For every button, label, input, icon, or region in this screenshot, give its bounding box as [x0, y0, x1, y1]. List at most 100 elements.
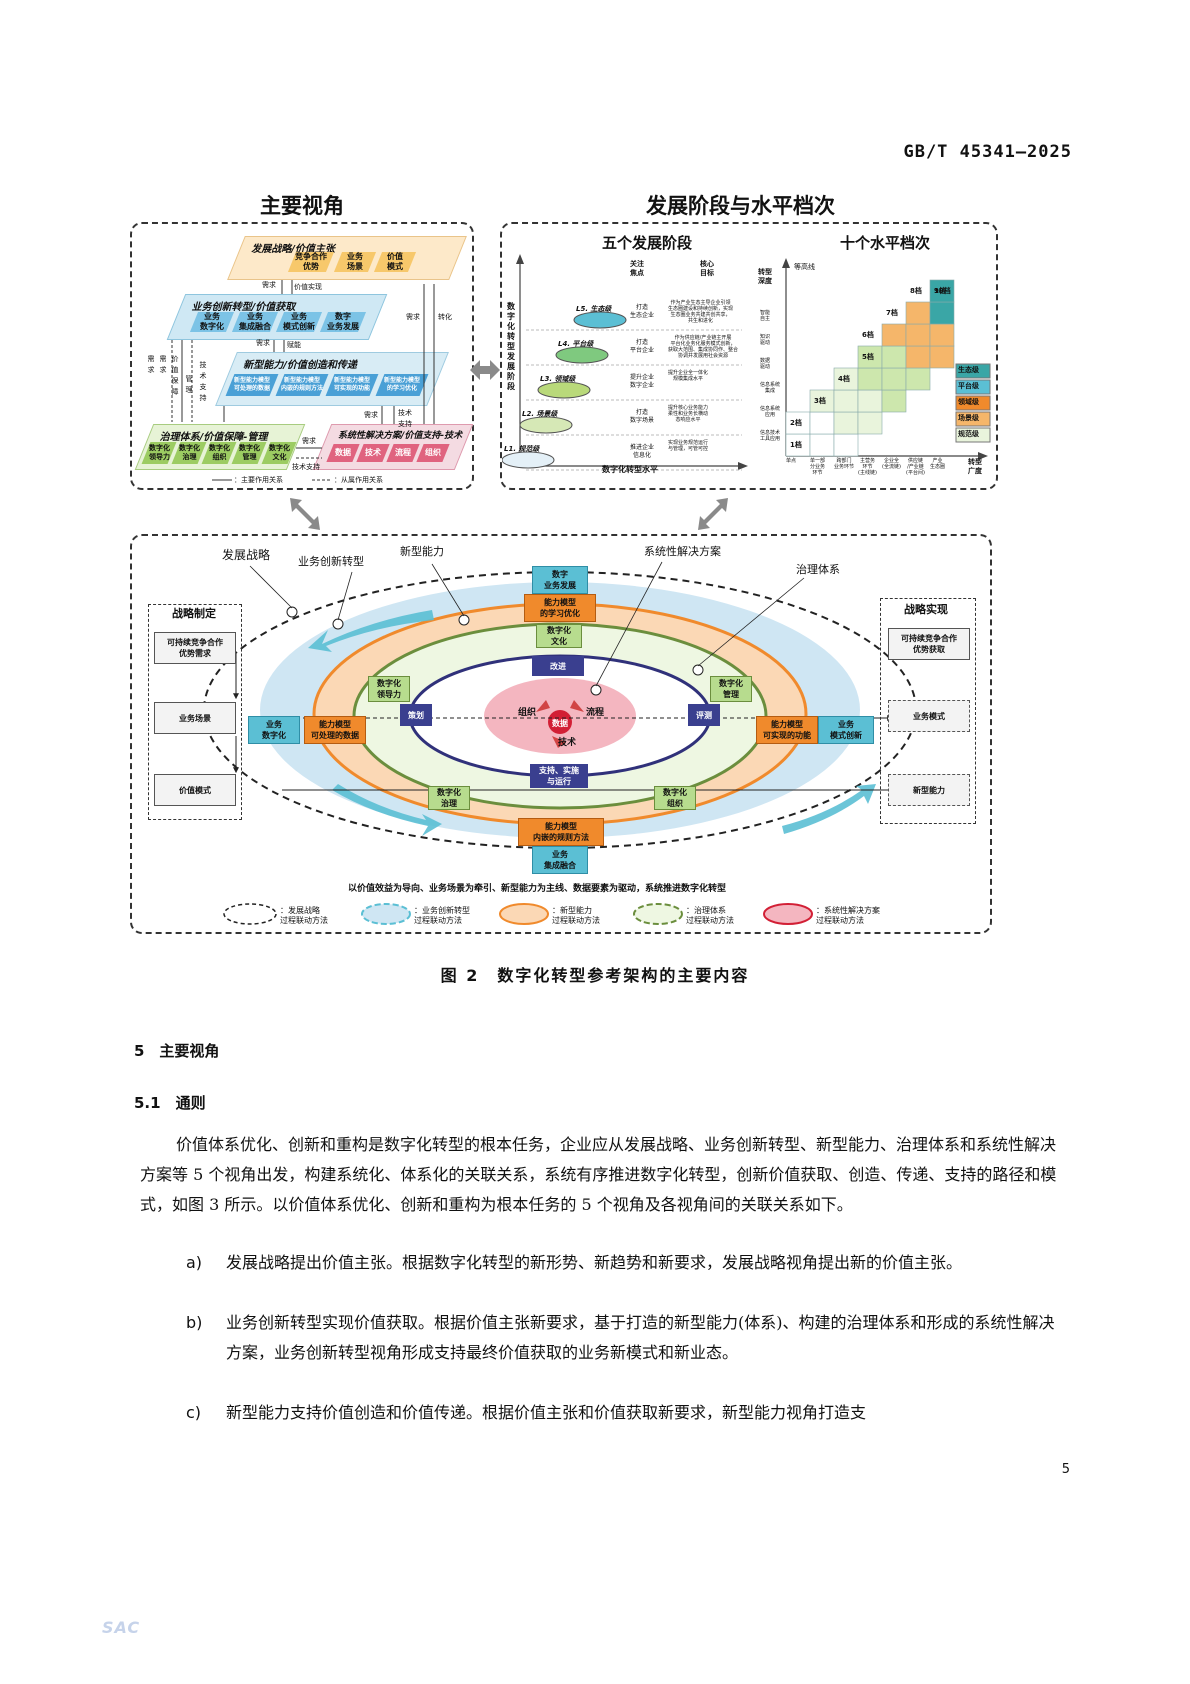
grade-legend-swatch — [955, 395, 991, 411]
perspectives-panel: 发展战略/价值主张 竞争合作 优势 业务 场景 价值 模式 业务创新转型/价值获… — [130, 222, 474, 490]
breadth-label: 转型 广度 — [968, 458, 982, 475]
business-node: 数字 业务发展 — [532, 566, 588, 594]
list-label: b) — [186, 1313, 203, 1332]
left-item: 可持续竞争合作 优势需求 — [154, 632, 236, 664]
strategy-formulation-title: 战略制定 — [172, 607, 216, 620]
flow-label: 技术支持 — [292, 463, 320, 471]
standard-code: GB/T 45341—2025 — [903, 142, 1072, 162]
list-item-text: 新型能力支持价值创造和价值传递。根据价值主张和价值获取新要求，新型能力视角打造支 — [226, 1403, 867, 1422]
stage-name: L5. 生态级 — [576, 305, 612, 313]
slogan: 以价值效益为导向、业务场景为牵引、新型能力为主线、数据要素为驱动，系统推进数字化… — [348, 884, 727, 894]
left-item: 业务场景 — [154, 702, 236, 734]
stage-goal: 提升企业全一体化 规模集成水平 — [668, 370, 709, 382]
cycle-node: 改进 — [532, 656, 584, 676]
governance-node: 数字化 管理 — [710, 676, 752, 702]
grade-level-label: 3档 — [814, 397, 826, 405]
grade-level-label: 2档 — [790, 419, 802, 427]
flow-label: 技术支持 — [199, 361, 207, 402]
core-label: 组织 — [518, 708, 537, 718]
grade-cell — [905, 367, 931, 391]
governance-node: 数字化 治理 — [428, 786, 470, 810]
stage-name: L4. 平台级 — [558, 340, 594, 348]
grade-legend-label: 规范级 — [958, 430, 979, 438]
grade-cell — [857, 367, 883, 391]
grade-cell — [833, 389, 859, 413]
grade-cell — [833, 433, 859, 457]
cycle-node: 评测 — [688, 704, 720, 726]
governance-node: 数字化 组织 — [654, 786, 696, 810]
stage-name: L2. 场景级 — [522, 410, 558, 418]
capability-node: 能力模型 的学习优化 — [524, 594, 596, 622]
label-strategy: 发展战略 — [222, 548, 271, 562]
stages-col-goal: 核心 目标 — [700, 260, 714, 277]
grade-cell — [929, 301, 955, 325]
stage-goal: 作为供应链/产业链主开展 平台化业务化服务模式创新， 获取大范围、集成协同作、整… — [668, 335, 739, 359]
strategy-formulation-box — [148, 604, 242, 820]
legend-strategy: ：发展战略 过程联动方法 — [280, 906, 328, 925]
grade-y-label: 数据 驱动 — [760, 358, 771, 370]
stage-focus: 提升企业 数字企业 — [630, 374, 655, 389]
flow-label: 管理 — [185, 375, 193, 394]
right-item: 新型能力 — [888, 774, 970, 806]
core-label: 流程 — [586, 708, 605, 718]
flow-label: 需求 — [262, 281, 276, 289]
stage-goal: 提升核心业务能力 柔性和业务长横动 态响应水平 — [668, 405, 709, 423]
flow-label: 需求 — [364, 411, 378, 419]
grade-cell — [881, 389, 907, 413]
core-center — [548, 710, 572, 734]
left-item: 价值模式 — [154, 774, 236, 806]
page-number: 5 — [1061, 1462, 1070, 1477]
grade-level-label: 4档 — [838, 375, 850, 383]
grade-legend-label: 平台级 — [958, 382, 979, 390]
grade-y-label: 信息系统 集成 — [760, 382, 781, 394]
label-governance: 治理体系 — [796, 563, 840, 576]
label-solution: 系统性解决方案 — [644, 545, 721, 558]
core-arrow-icon — [552, 736, 566, 748]
list-label: c) — [186, 1403, 202, 1422]
perspectives-connectors — [171, 280, 435, 481]
section-heading: 5 主要视角 — [134, 1042, 220, 1060]
grade-cell — [881, 323, 907, 347]
cycle-node: 策划 — [400, 704, 432, 726]
flow-arrow-icon — [308, 610, 434, 652]
legend-main-relation: ：主要作用关系 — [234, 476, 283, 484]
list-label: a) — [186, 1253, 203, 1272]
stage-focus: 推进企业 信息化 — [630, 444, 655, 459]
capability-node: 能力模型 可处理的数据 — [304, 716, 366, 744]
flow-arrow-icon — [332, 784, 442, 836]
stages-title: 五个发展阶段 — [602, 234, 693, 252]
grade-cell — [905, 323, 931, 347]
grade-legend-swatch — [955, 411, 991, 427]
grade-x-label: 企业全 (全流链) — [882, 458, 901, 470]
flow-label: 需求 — [147, 355, 155, 374]
flow-label: 赋能 — [287, 341, 301, 349]
grade-cell — [857, 411, 883, 435]
grade-cell — [833, 411, 859, 435]
grade-cell — [929, 345, 955, 369]
stages-yaxis-label: 数字化转型发展阶段 — [507, 302, 515, 391]
core-arrow-icon — [570, 700, 584, 712]
stages-xaxis-label: 数字化转型水平 — [602, 465, 658, 474]
grades-chart — [782, 258, 991, 460]
label-business: 业务创新转型 — [298, 555, 364, 568]
depth-label: 转型 深度 — [758, 268, 772, 285]
stage-name: L1. 规范级 — [504, 445, 540, 453]
flow-label: 技术支持 — [398, 409, 412, 428]
grade-y-label: 智能 自主 — [760, 310, 771, 322]
cycle-node: 支持、实施 与运行 — [530, 764, 588, 788]
core-label: 技术 — [558, 738, 577, 748]
grade-y-label: 知识 驱动 — [760, 334, 771, 346]
subsection-heading: 5.1 通则 — [134, 1094, 206, 1112]
capability-node: 能力模型 可实现的功能 — [756, 716, 818, 744]
grade-legend-swatch — [955, 379, 991, 395]
core-label: 数据 — [552, 719, 568, 728]
grade-cell — [857, 389, 883, 413]
legend-capability: ：新型能力 过程联动方法 — [552, 906, 600, 925]
flow-label: 价值实现 — [294, 283, 322, 291]
grade-level-label: 10档 — [934, 287, 951, 295]
grade-x-label: 供应链 /产业链 (平台间) — [906, 458, 925, 476]
list-item-text: 业务创新转型实现价值获取。根据价值主张新要求，基于打造的新型能力(体系)、构建的… — [226, 1313, 1055, 1362]
left-figure-title: 主要视角 — [260, 193, 344, 218]
grades-title: 十个水平档次 — [840, 234, 931, 252]
stage-focus: 打造 生态企业 — [630, 304, 655, 319]
